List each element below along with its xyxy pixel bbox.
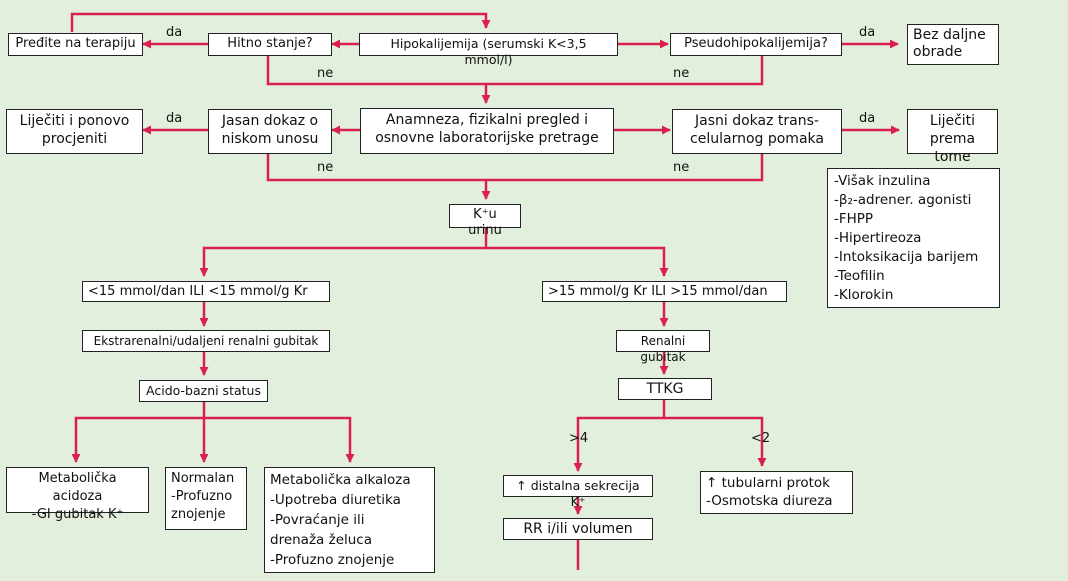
arrow-top-loop [70,12,491,32]
line-no-row2 [266,154,764,182]
label-no: ne [317,66,334,81]
hypokalemia-box: Hipokalijemija (serumski K<3,5 mmol/l) [359,33,618,67]
normal-acid-base-box: Normalan -Profuzno znojenje [165,467,247,530]
urgent-box: Hitno stanje? [208,33,332,56]
label-lt2: <2 [751,431,771,446]
tubular-flow-box: ↑ tubularni protok -Osmotska diureza [700,471,853,514]
ttkg-box: TTKG [618,378,712,400]
transcellular-box: Jasni dokaz trans- celularnog pomaka [672,109,842,154]
bp-volume-box: RR i/ili volumen [503,518,653,540]
arrow-to-tubular [664,416,767,467]
arrow-urine-high [486,246,669,277]
treat-reassess-box: Liječiti i ponovo procjeniti [6,109,143,154]
distal-secretion-box: ↑ distalna sekrecija K⁺ [503,475,653,509]
label-no: ne [673,66,690,81]
line-ttkg-split [573,400,666,472]
renal-loss-box: Renalni gubitak [616,330,710,364]
label-no: ne [317,160,334,175]
label-no: ne [673,160,690,175]
pseudo-box: Pseudohipokalijemija? [670,33,842,56]
metabolic-alkalosis-box: Metabolička alkaloza -Upotreba diuretika… [264,467,435,573]
low-urine-k-box: <15 mmol/dan ILI <15 mmol/g Kr [82,281,330,302]
treat-accordingly-box: Liječiti prema tome [907,109,998,165]
line-no-row1 [266,56,764,86]
label-gt4: >4 [569,431,589,446]
line-urine-split [199,228,488,277]
metabolic-acidosis-box: Metabolička acidoza -GI gubitak K⁺ [6,467,149,522]
urine-k-box: K⁺u urinu [449,204,521,238]
label-yes: da [859,25,876,40]
history-box: Anamneza, fizikalni pregled i osnovne la… [360,108,614,154]
acid-base-box: Acido-bazni status [139,380,268,402]
low-intake-box: Jasan dokaz o niskom unosu [208,109,332,154]
label-yes: da [166,111,183,126]
go-therapy-box: Pređite na terapiju [8,33,143,56]
extrarenal-loss-box: Ekstrarenalni/udaljeni renalni gubitak [82,330,330,352]
no-workup-box: Bez daljne obrade [907,24,999,65]
high-urine-k-box: >15 mmol/g Kr ILI >15 mmol/dan [542,281,787,302]
label-yes: da [166,25,183,40]
line-acidbase-split [71,402,206,463]
transcellular-causes-list: -Višak inzulina -β₂-adrener. agonisti -F… [827,168,1000,308]
arrow-to-alkalosis [204,416,355,463]
label-yes: da [859,111,876,126]
